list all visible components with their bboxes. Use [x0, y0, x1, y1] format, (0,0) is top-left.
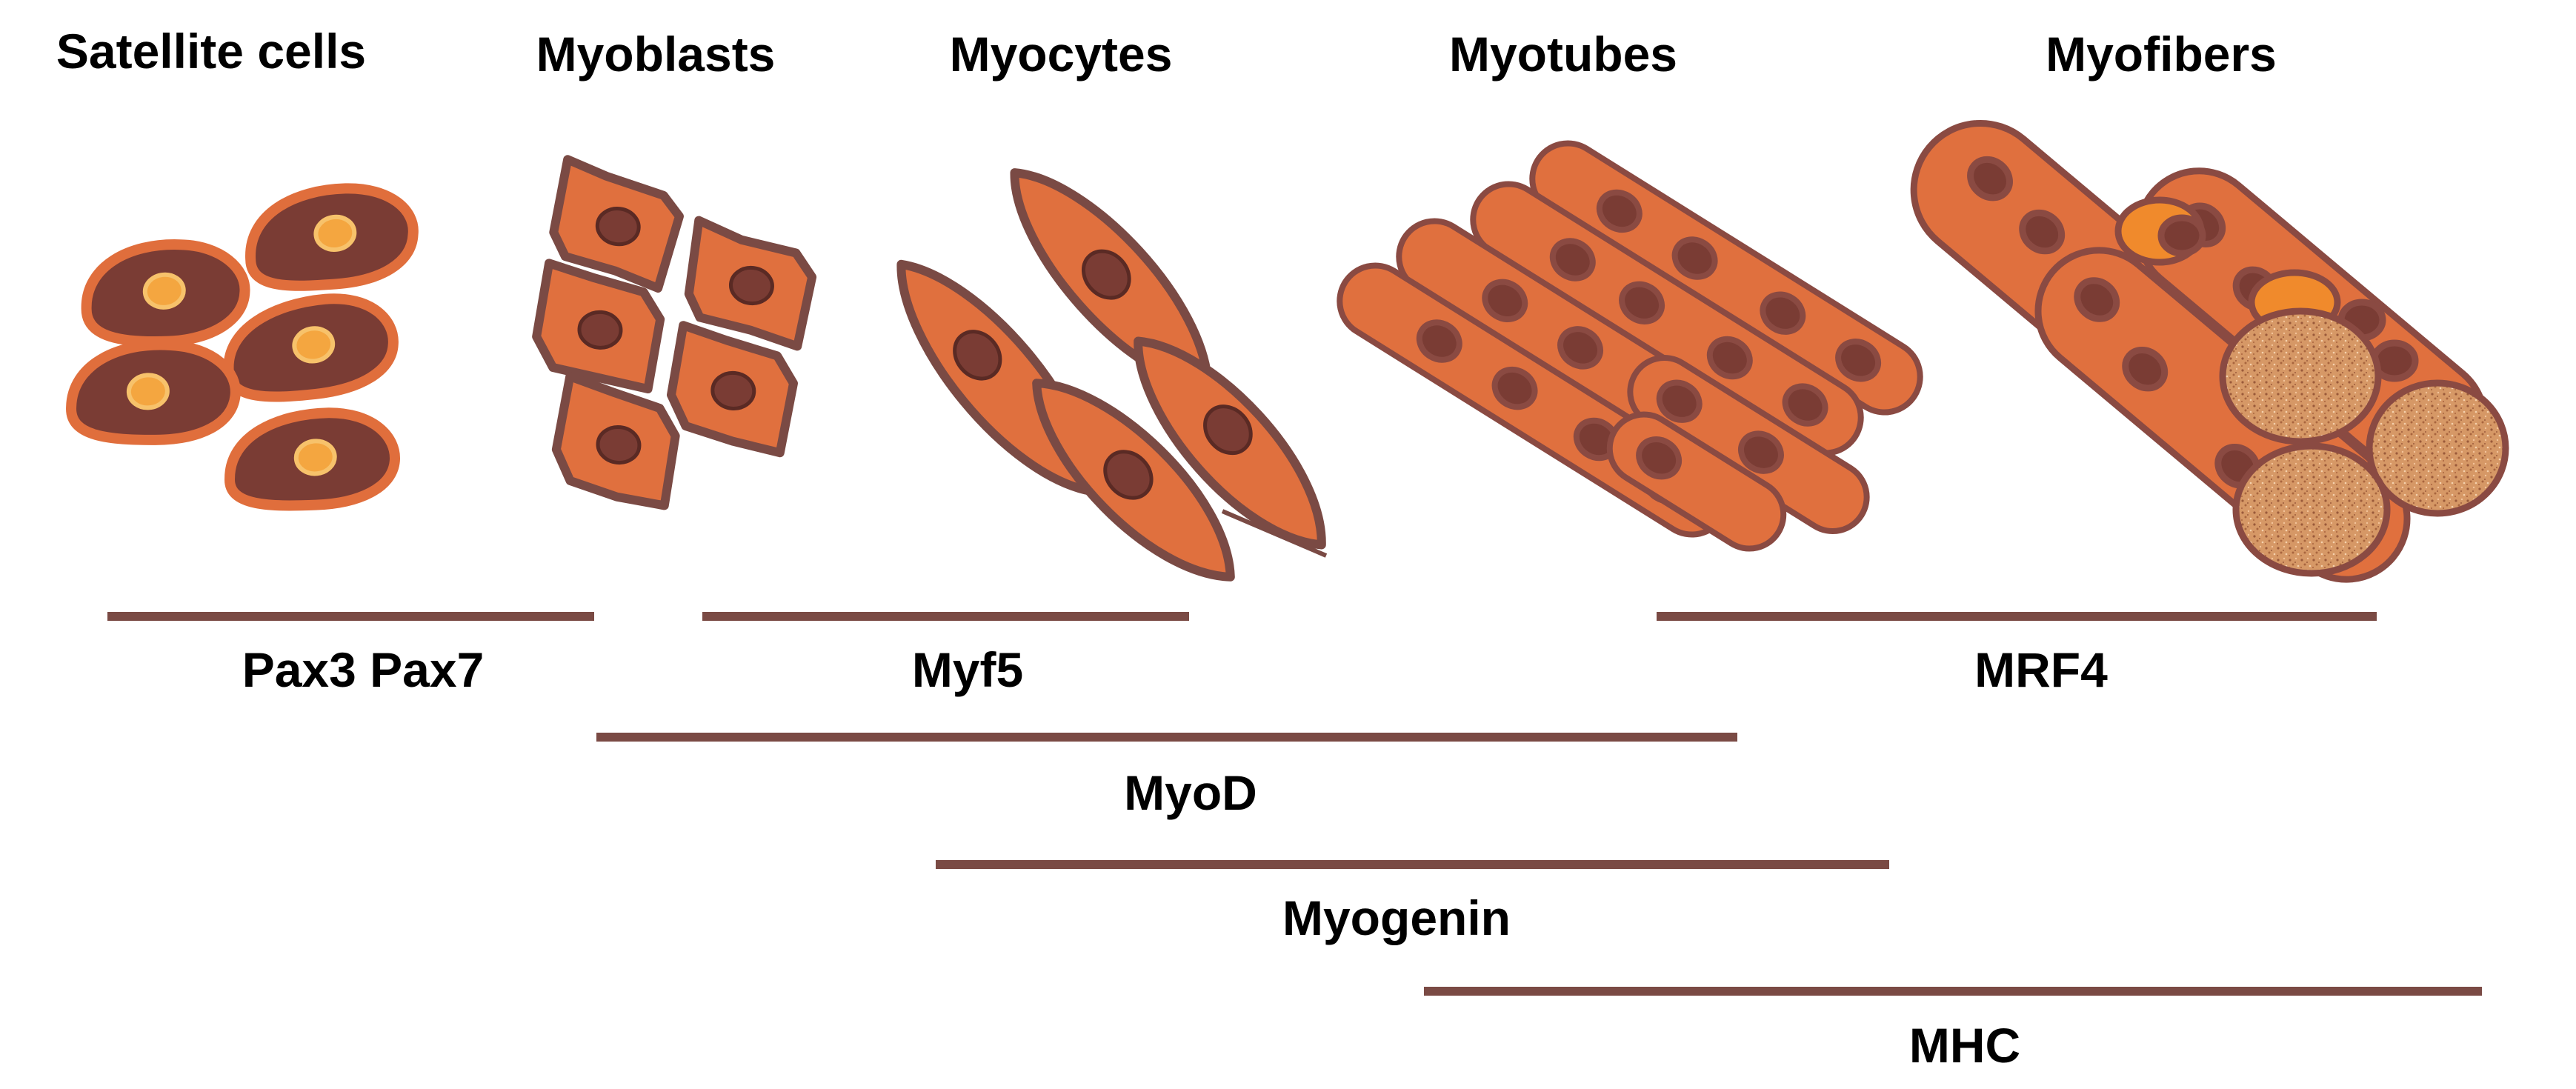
fiber-cross-section: [2232, 442, 2391, 577]
stage-label-myoblasts: Myoblasts: [536, 27, 776, 81]
expression-bar-mrf4: [1657, 612, 2377, 621]
expression-bar-myf5: [702, 612, 1189, 621]
myotubes-illustration: [1337, 140, 1923, 552]
marker-label-mhc: MHC: [1909, 1018, 2020, 1073]
myotube: [1606, 411, 1787, 552]
expression-bars: [107, 612, 2482, 996]
satellite-cell: [245, 183, 419, 291]
expression-bar-myogenin: [936, 860, 1889, 869]
marker-label-myf5: Myf5: [912, 642, 1023, 697]
stage-label-myotubes: Myotubes: [1449, 27, 1677, 81]
expression-bar-mhc: [1424, 987, 2482, 996]
myotube: [1529, 140, 1923, 416]
myoblasts-illustration: [532, 155, 817, 510]
stage-label-myocytes: Myocytes: [950, 27, 1173, 81]
nucleus: [2157, 214, 2206, 257]
myocyte: [1032, 379, 1235, 582]
satellite-cell: [223, 293, 399, 402]
myoblast: [551, 372, 680, 510]
satellite-cell: [224, 407, 400, 511]
myocyte-tail: [1221, 509, 1328, 558]
myocyte: [1134, 336, 1326, 550]
fiber-cross-section: [2366, 379, 2509, 517]
marker-label-myod: MyoD: [1124, 765, 1257, 820]
myocytes-illustration: [896, 168, 1328, 582]
satellite-cells-illustration: [66, 183, 419, 511]
myoblast: [549, 155, 684, 293]
myoblast: [666, 321, 798, 458]
expression-bar-pax: [107, 612, 594, 621]
stage-labels: Satellite cells Myoblasts Myocytes Myotu…: [56, 24, 2277, 81]
myocyte: [1010, 168, 1213, 392]
stage-label-myofibers: Myofibers: [2046, 27, 2277, 81]
myoblast: [684, 216, 817, 351]
satellite-cell: [66, 339, 241, 445]
myoblast: [532, 259, 665, 394]
expression-bar-myod: [596, 733, 1737, 742]
marker-label-pax3-pax7: Pax3 Pax7: [242, 642, 485, 697]
fiber-cross-section: [2219, 307, 2382, 445]
marker-label-myogenin: Myogenin: [1282, 890, 1511, 945]
satellite-cell: [81, 239, 250, 347]
stage-label-satellite-cells: Satellite cells: [56, 24, 366, 79]
marker-labels: Pax3 Pax7 Myf5 MRF4 MyoD Myogenin MHC: [242, 642, 2108, 1073]
marker-label-mrf4: MRF4: [1974, 642, 2108, 697]
myofibers-illustration: [1910, 119, 2509, 583]
